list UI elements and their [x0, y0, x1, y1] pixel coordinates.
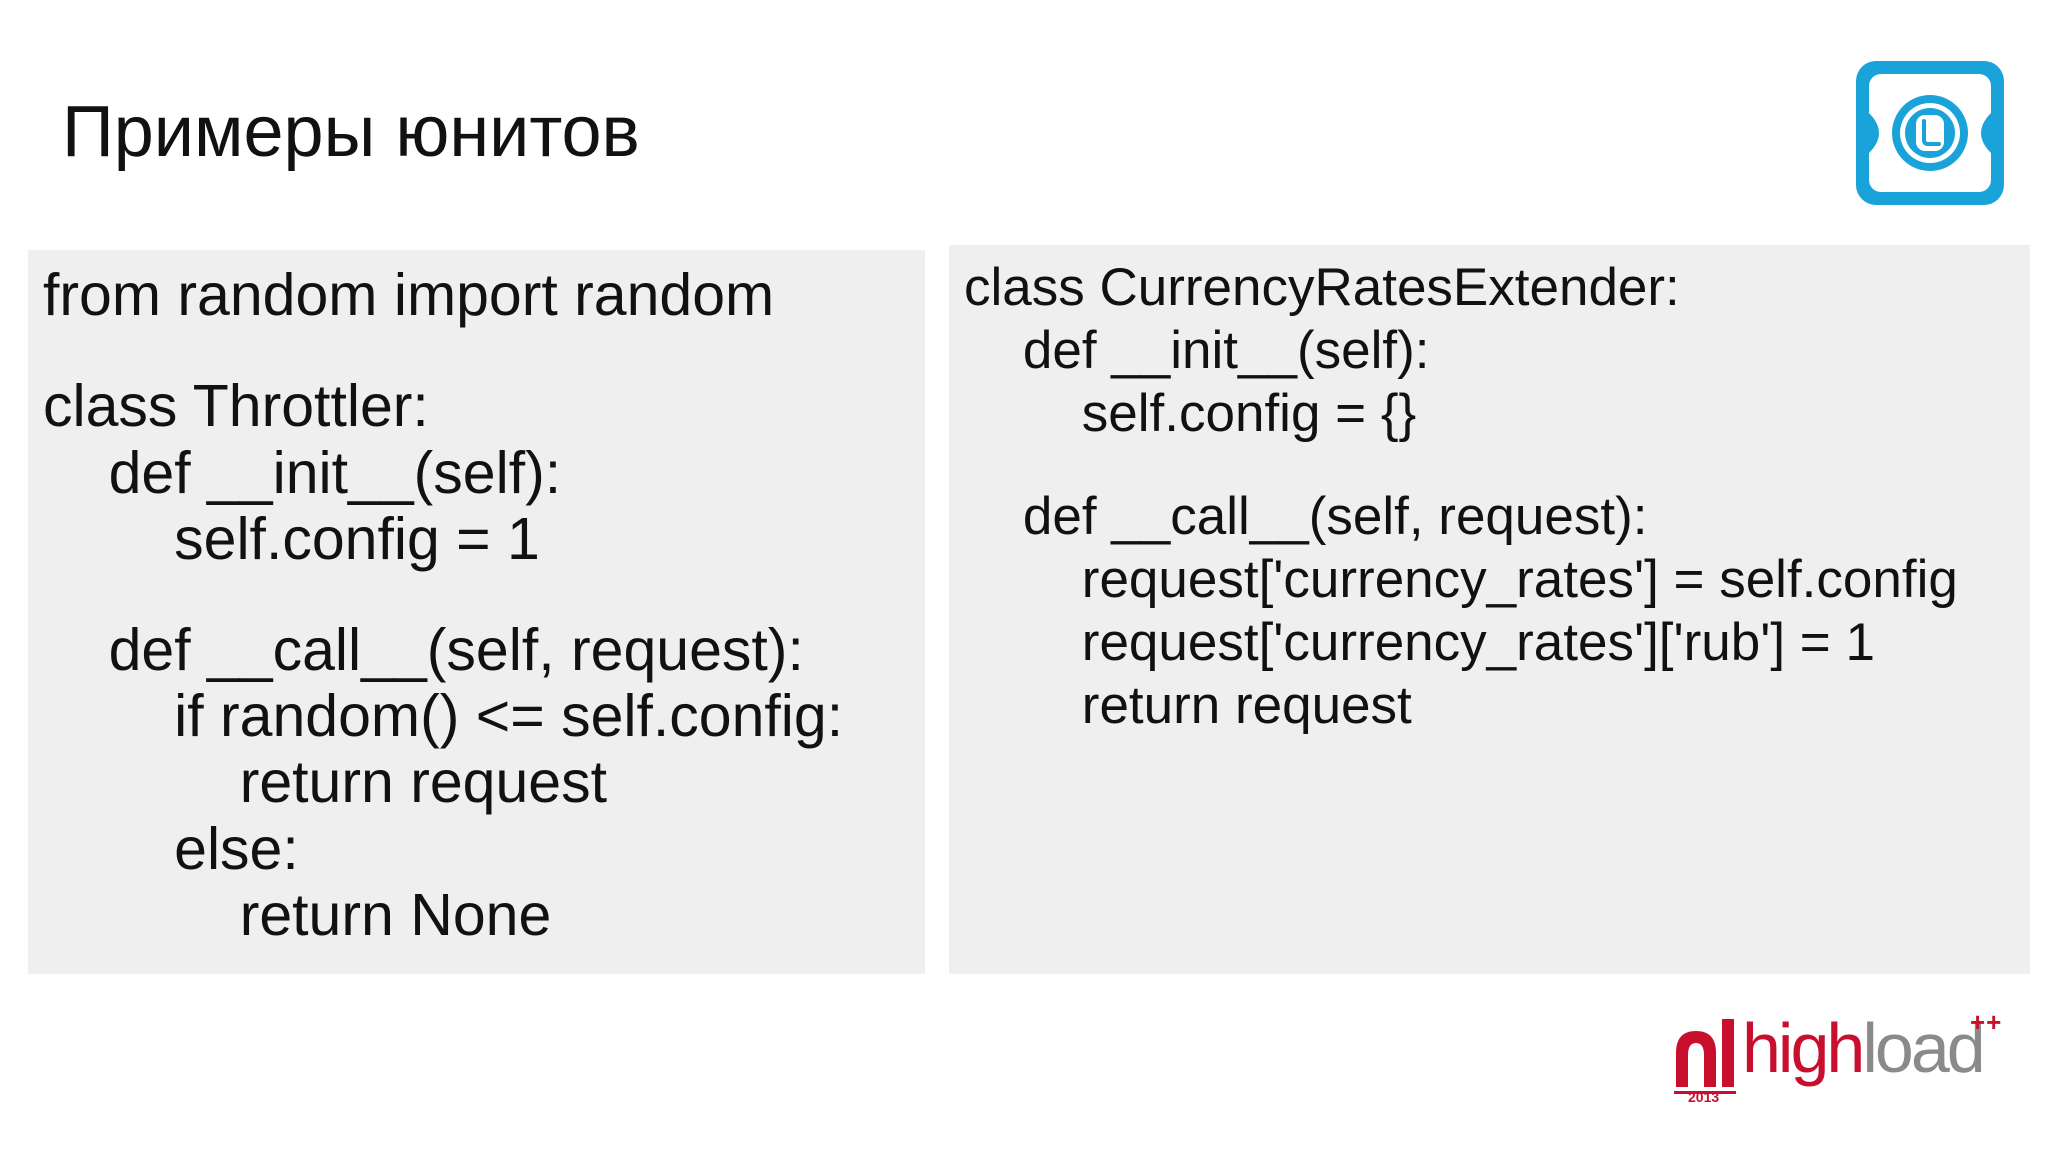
code-line: self.config = {}: [964, 384, 1417, 443]
code-line: return request: [964, 676, 1412, 735]
code-line: from random import random: [43, 262, 775, 328]
highload-word-high: high: [1742, 1009, 1865, 1087]
highload-plus: ++: [1970, 1007, 2003, 1037]
code-line: def __init__(self):: [964, 321, 1430, 380]
code-line: class Throttler:: [43, 373, 429, 439]
app-badge-icon: [1853, 58, 2007, 208]
code-panel-currency-rates-extender: class CurrencyRatesExtender: def __init_…: [949, 245, 2030, 974]
highload-mark-icon: [1672, 1019, 1742, 1101]
code-line: request['currency_rates'] = self.config: [964, 550, 1958, 609]
slide-title: Примеры юнитов: [62, 92, 640, 172]
highload-logo: highload ++ 2013: [1672, 1007, 2012, 1105]
code-line: request['currency_rates']['rub'] = 1: [964, 613, 1875, 672]
code-line: self.config = 1: [43, 506, 540, 572]
code-line: def __call__(self, request):: [964, 487, 1648, 546]
code-line: else:: [43, 816, 299, 882]
code-line: def __init__(self):: [43, 440, 562, 506]
highload-year: 2013: [1688, 1089, 1720, 1105]
code-line: def __call__(self, request):: [43, 617, 804, 683]
code-line: return request: [43, 749, 608, 815]
code-line: if random() <= self.config:: [43, 683, 844, 749]
code-line: return None: [43, 882, 552, 948]
highload-wordmark: highload: [1742, 1013, 1986, 1083]
code-line: class CurrencyRatesExtender:: [964, 258, 1680, 317]
highload-word-load: load: [1862, 1009, 1985, 1087]
code-panel-throttler: from random import random class Throttle…: [28, 250, 925, 974]
